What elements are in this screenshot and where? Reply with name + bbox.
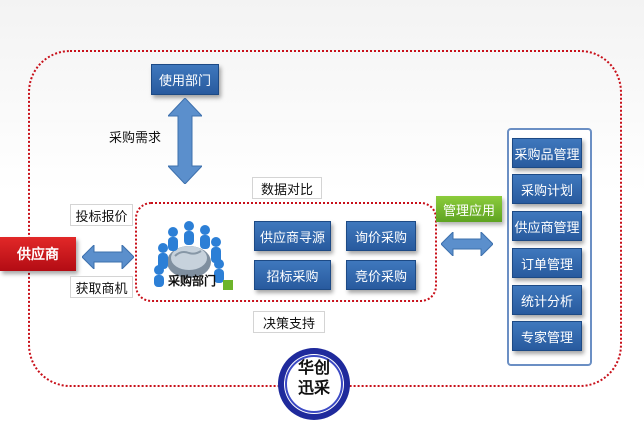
management-double-arrow (441, 232, 493, 256)
method-auction[interactable]: 竞价采购 (346, 260, 416, 290)
module-item-management[interactable]: 采购品管理 (512, 138, 582, 168)
demand-double-arrow (168, 98, 202, 184)
huachuang-logo-icon (278, 348, 350, 420)
procurement-dept-label: 采购部门 (167, 274, 216, 288)
supplier-double-arrow (82, 245, 134, 269)
procurement-team-icon (154, 221, 233, 290)
get-opportunity-label: 获取商机 (70, 276, 133, 298)
management-app-label[interactable]: 管理应用 (436, 196, 502, 222)
logo-text: 华创 迅采 (276, 358, 352, 398)
logo-line-1: 华创 (297, 358, 330, 377)
demand-label: 采购需求 (109, 131, 162, 146)
method-supplier-sourcing[interactable]: 供应商寻源 (254, 221, 331, 251)
module-statistics[interactable]: 统计分析 (512, 285, 582, 315)
data-compare-label: 数据对比 (252, 177, 322, 199)
user-department-box[interactable]: 使用部门 (151, 64, 219, 95)
supplier-box[interactable]: 供应商 (0, 237, 76, 271)
procurement-core-boundary (135, 202, 437, 302)
logo-line-2: 迅采 (297, 378, 330, 397)
module-procurement-plan[interactable]: 采购计划 (512, 174, 582, 204)
bid-quote-label: 投标报价 (70, 204, 133, 226)
module-supplier-management[interactable]: 供应商管理 (512, 211, 582, 241)
module-order-management[interactable]: 订单管理 (512, 248, 582, 278)
method-tender[interactable]: 招标采购 (254, 260, 331, 290)
method-inquiry[interactable]: 询价采购 (346, 221, 416, 251)
module-expert-management[interactable]: 专家管理 (512, 321, 582, 351)
decision-support-label: 决策支持 (253, 311, 325, 333)
